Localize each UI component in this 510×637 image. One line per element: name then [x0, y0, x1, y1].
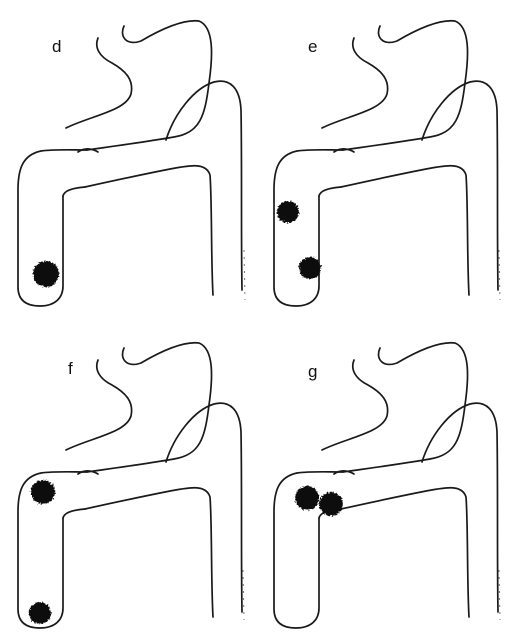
lesion-mark [33, 261, 59, 287]
lesion-mark [29, 602, 51, 624]
lesion-mark [299, 257, 321, 279]
stomach-outline [274, 343, 498, 628]
lesion-mark [277, 201, 299, 223]
panel-label: d [52, 37, 61, 56]
scan-artifact-marks [243, 250, 500, 620]
panel-e: e [274, 21, 498, 306]
panel-f: f [18, 343, 242, 628]
panel-label: f [68, 359, 73, 378]
panel-label: g [308, 362, 317, 381]
lesion-mark [31, 480, 55, 504]
lesion-mark [295, 486, 319, 510]
panel-label: e [308, 37, 317, 56]
panel-g: g [274, 343, 498, 628]
lesion-mark [319, 492, 343, 516]
panel-d: d [18, 21, 242, 306]
